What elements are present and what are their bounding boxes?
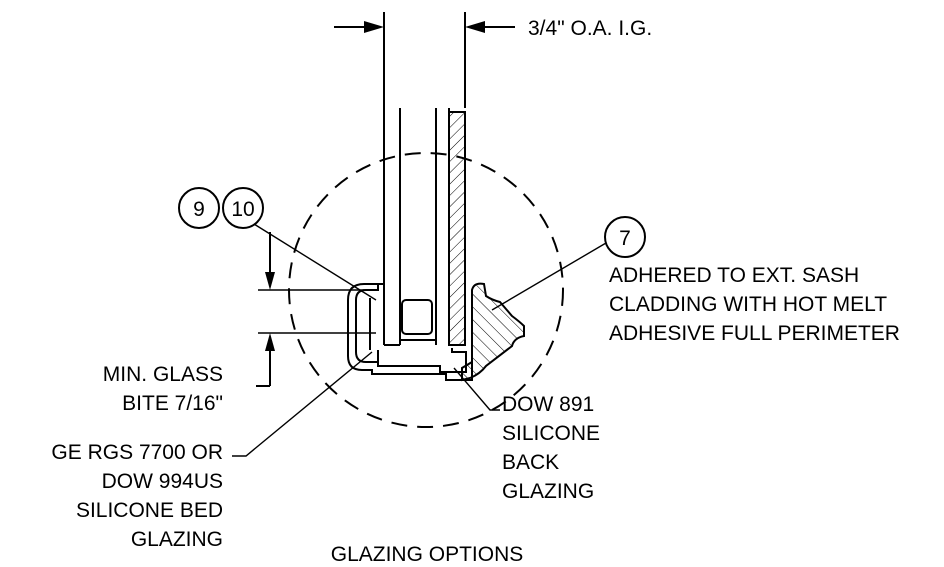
note-glass-bite-line-1: MIN. GLASS [103,363,223,386]
callout-bubble-9 [178,187,220,229]
note-back-glazing-line-4: GLAZING [502,480,594,503]
note-cladding-line-2: CLADDING WITH HOT MELT [609,293,887,316]
dimension-arrow-left [364,21,384,33]
drawing-caption: GLAZING OPTIONS [331,543,524,566]
note-cladding-line-1: ADHERED TO EXT. SASH [609,264,859,287]
note-glass-bite-line-2: BITE 7/16" [122,392,223,415]
note-bed-glazing-line-4: GLAZING [131,528,223,551]
exterior-cladding [461,282,525,382]
dimension-arrow-right [465,21,485,33]
spacer [401,299,433,335]
callout-bubble-10 [222,187,264,229]
callout-label-10: 10 [231,198,254,221]
leader-back-glazing [453,367,500,411]
insulated-glass-unit [383,108,466,346]
note-bed-glazing-line-2: DOW 994US [102,470,223,493]
callout-leader-9-10 [253,223,377,301]
note-back-glazing-line-2: SILICONE [502,422,600,445]
callout-label-9: 9 [193,198,205,221]
note-cladding-line-3: ADHESIVE FULL PERIMETER [609,322,900,345]
leader-bed-glazing [232,351,373,457]
callout-leader-7 [491,242,607,311]
note-bed-glazing-line-1: GE RGS 7700 OR [51,441,223,464]
glass-bite-dimension [256,232,376,387]
note-back-glazing-line-1: DOW 891 [502,393,594,416]
note-bed-glazing-line-3: SILICONE BED [76,499,223,522]
note-back-glazing-line-3: BACK [502,451,559,474]
dimension-label: 3/4" O.A. I.G. [528,17,652,40]
callout-bubble-7 [604,216,646,258]
callout-label-7: 7 [619,227,631,250]
